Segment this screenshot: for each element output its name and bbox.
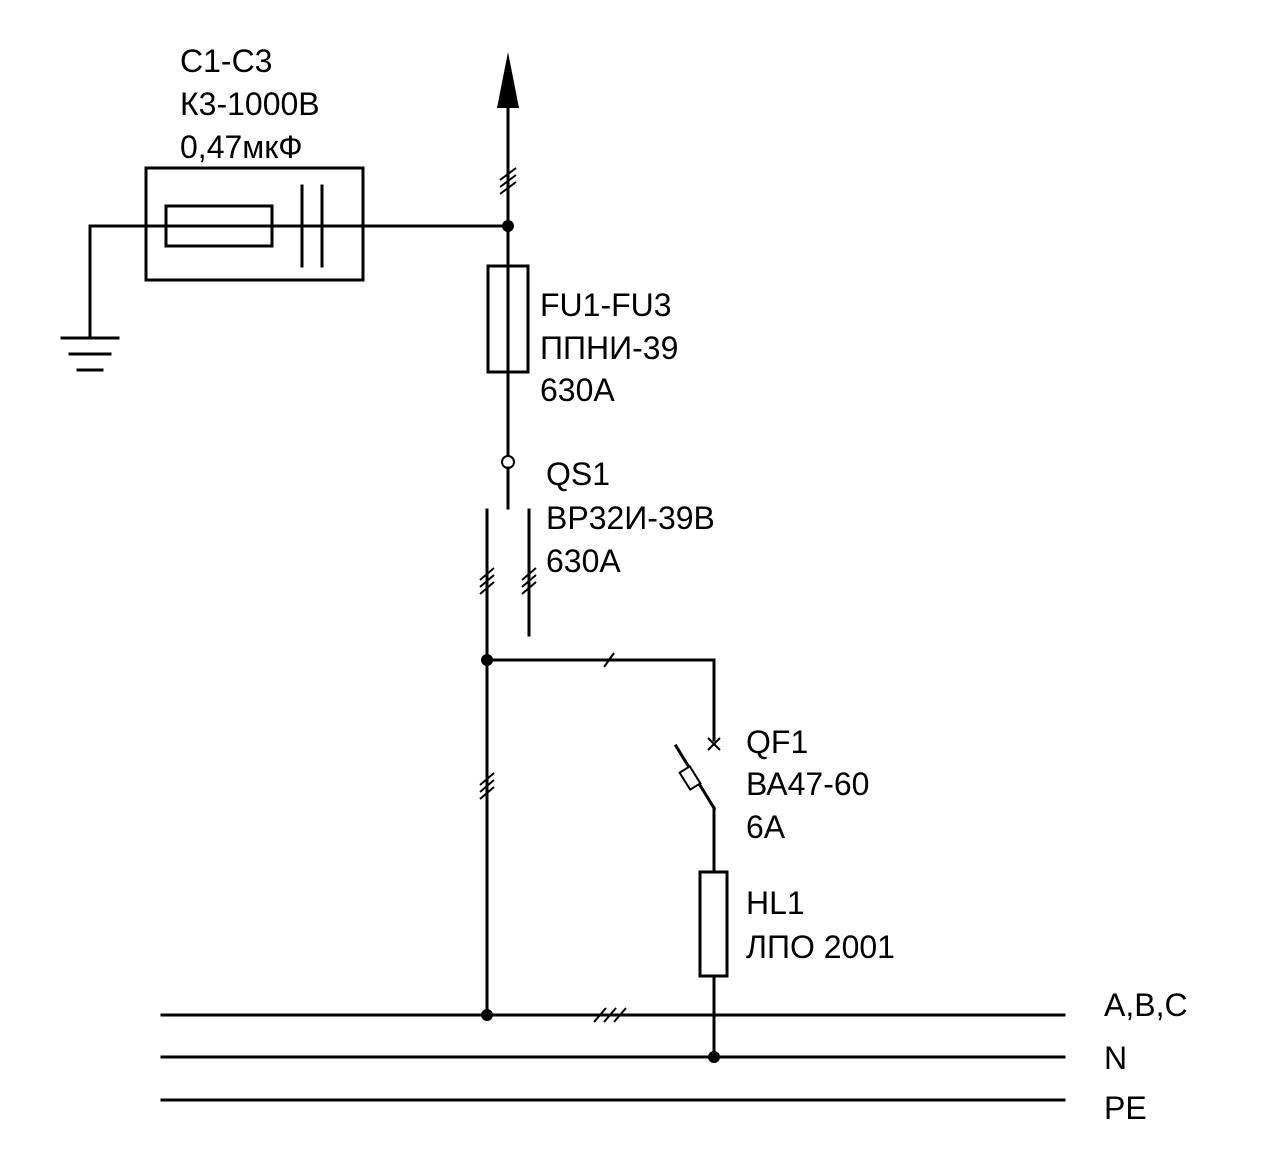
switch-label-1: QS1 [546, 456, 610, 492]
ground-icon [60, 224, 120, 372]
capacitor-block [88, 166, 510, 282]
capacitor-label-2: К3-1000В [180, 86, 320, 122]
bus-label-phases: A,B,C [1104, 987, 1188, 1023]
three-phase-tick-top [499, 167, 517, 195]
switch-symbol [479, 466, 537, 1017]
output-arrow [497, 52, 519, 228]
breaker-symbol [673, 737, 721, 874]
fuse-label-1: FU1-FU3 [540, 287, 672, 323]
switch-label-3: 630А [546, 543, 621, 579]
junction-neutral-bus [708, 1051, 720, 1063]
lamp-label-2: ЛПО 2001 [746, 929, 895, 965]
fuse-label-2: ППНИ-39 [540, 330, 678, 366]
fuse-symbol [486, 224, 530, 469]
switch-label-2: ВР32И-39В [546, 500, 715, 536]
capacitor-label-1: C1-C3 [180, 43, 272, 79]
breaker-label-1: QF1 [746, 724, 808, 760]
bus-label-neutral: N [1104, 1040, 1127, 1076]
capacitor-label-3: 0,47мкФ [180, 129, 303, 165]
fuse-label-3: 630А [540, 372, 615, 408]
branch-wire [485, 652, 716, 742]
breaker-label-2: ВА47-60 [746, 766, 869, 802]
lamp-label-1: HL1 [746, 885, 805, 921]
bus-label-protective: PE [1104, 1090, 1147, 1126]
three-phase-tick-mid [479, 772, 495, 800]
junction-phase-bus [481, 1009, 493, 1021]
bus-lines [160, 1007, 1066, 1102]
breaker-label-3: 6А [746, 809, 786, 845]
lamp-symbol [698, 870, 729, 1059]
